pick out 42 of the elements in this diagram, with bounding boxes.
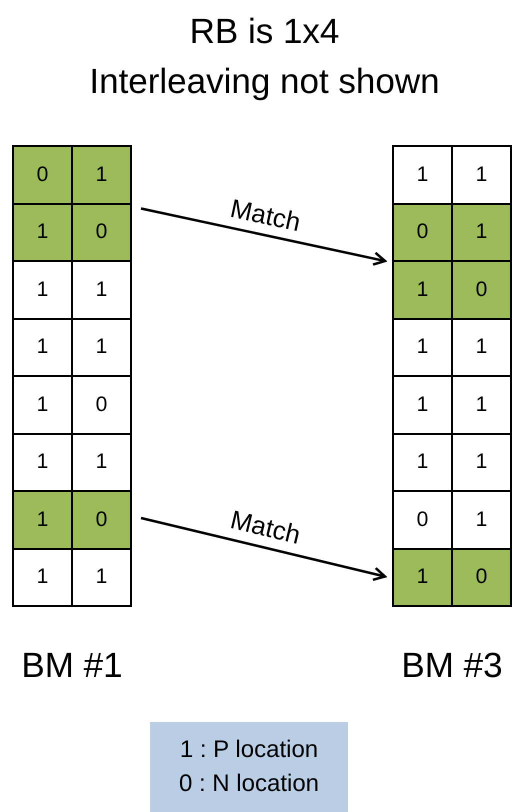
table-cell: 1 bbox=[72, 261, 131, 318]
table-cell: 1 bbox=[72, 318, 131, 376]
table-cell: 1 bbox=[452, 204, 511, 261]
table-cell: 1 bbox=[13, 261, 72, 318]
subtitle: Interleaving not shown bbox=[88, 62, 441, 102]
table-cell: 1 bbox=[72, 146, 131, 204]
table-cell: 1 bbox=[72, 548, 131, 606]
edge-label: Match bbox=[226, 504, 303, 552]
arrow bbox=[140, 207, 386, 266]
table-cell: 0 bbox=[393, 491, 452, 548]
table-cell: 1 bbox=[393, 146, 452, 204]
table-cell: 0 bbox=[72, 491, 131, 548]
arrow bbox=[140, 516, 386, 582]
title: RB is 1x4 bbox=[188, 12, 340, 52]
table-cell: 1 bbox=[452, 491, 511, 548]
table-cell: 0 bbox=[452, 548, 511, 606]
table-cell: 1 bbox=[452, 434, 511, 491]
table-cell: 0 bbox=[452, 261, 511, 318]
table-cell: 0 bbox=[72, 376, 131, 434]
table-cell: 1 bbox=[393, 261, 452, 318]
table-cell: 1 bbox=[393, 376, 452, 434]
table-cell: 1 bbox=[72, 434, 131, 491]
table-cell: 1 bbox=[393, 318, 452, 376]
table-cell: 1 bbox=[393, 434, 452, 491]
table-cell: 1 bbox=[13, 491, 72, 548]
table-heading: BM #3 bbox=[400, 646, 504, 686]
table-cell: 1 bbox=[13, 376, 72, 434]
table-cell: 1 bbox=[13, 318, 72, 376]
table-cell: 1 bbox=[452, 146, 511, 204]
table-heading: BM #1 bbox=[20, 646, 124, 686]
table-cell: 1 bbox=[13, 548, 72, 606]
legend-text: 1 : P location bbox=[180, 735, 318, 765]
table-cell: 1 bbox=[393, 548, 452, 606]
table-cell: 0 bbox=[13, 146, 72, 204]
legend-text: 0 : N location bbox=[178, 769, 320, 799]
table-cell: 0 bbox=[72, 204, 131, 261]
table-cell: 1 bbox=[452, 376, 511, 434]
table-cell: 1 bbox=[13, 204, 72, 261]
table-cell: 0 bbox=[393, 204, 452, 261]
table-cell: 1 bbox=[452, 318, 511, 376]
edge-label: Match bbox=[227, 192, 303, 238]
table-cell: 1 bbox=[13, 434, 72, 491]
